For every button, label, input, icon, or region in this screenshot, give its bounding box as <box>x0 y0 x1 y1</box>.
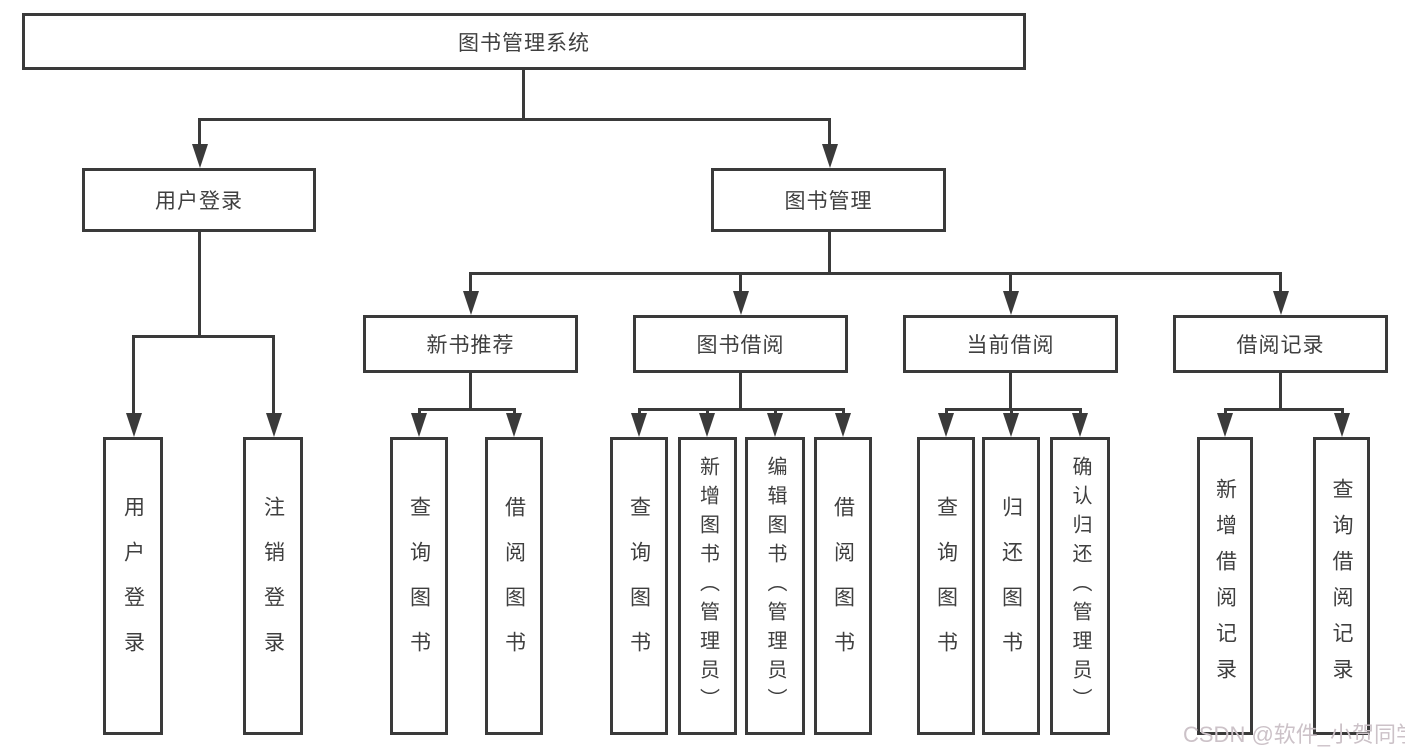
leaf-confirm-return-admin-label: 确认归还（管理员） <box>1069 455 1091 717</box>
node-new-book-recommend: 新书推荐 <box>363 315 578 373</box>
node-borrow-records: 借阅记录 <box>1173 315 1388 373</box>
connector <box>132 335 135 415</box>
arrowhead-down-icon <box>1003 291 1019 315</box>
leaf-add-books-admin-label: 新增图书（管理员） <box>696 455 719 717</box>
arrowhead-down-icon <box>1273 291 1289 315</box>
connector <box>1009 272 1012 293</box>
arrowhead-down-icon <box>463 291 479 315</box>
leaf-confirm-return-admin: 确认归还（管理员） <box>1050 437 1110 735</box>
arrowhead-down-icon <box>506 413 522 437</box>
leaf-query-books-borrow-label: 查询图书 <box>627 496 651 676</box>
connector <box>469 272 1282 275</box>
arrowhead-down-icon <box>767 413 783 437</box>
arrowhead-down-icon <box>411 413 427 437</box>
connector <box>638 408 641 415</box>
leaf-borrow-books: 借阅图书 <box>814 437 872 735</box>
leaf-query-books-borrow: 查询图书 <box>610 437 668 735</box>
connector <box>522 70 525 118</box>
connector <box>1079 408 1082 415</box>
connector <box>1279 373 1282 408</box>
node-new-book-recommend-label: 新书推荐 <box>426 334 515 357</box>
arrowhead-down-icon <box>192 144 208 168</box>
connector <box>1224 408 1344 411</box>
connector <box>945 408 1082 411</box>
connector <box>132 335 275 338</box>
arrowhead-down-icon <box>126 413 142 437</box>
connector <box>418 408 421 415</box>
connector <box>198 118 201 146</box>
arrowhead-down-icon <box>1217 413 1233 437</box>
leaf-add-borrow-record-label: 新增借阅记录 <box>1213 478 1237 694</box>
leaf-return-books: 归还图书 <box>982 437 1040 735</box>
node-root-label: 图书管理系统 <box>458 31 590 55</box>
connector <box>828 232 831 272</box>
connector <box>418 408 516 411</box>
connector <box>469 272 472 293</box>
leaf-user-login-label: 用户登录 <box>121 496 145 676</box>
connector <box>198 232 201 335</box>
connector <box>1009 373 1012 408</box>
leaf-edit-books-admin-label: 编辑图书（管理员） <box>764 455 786 717</box>
leaf-borrow-books-recommend-label: 借阅图书 <box>502 496 526 676</box>
leaf-add-books-admin: 新增图书（管理员） <box>678 437 737 735</box>
connector <box>828 118 831 146</box>
connector <box>513 408 516 415</box>
leaf-query-books-recommend: 查询图书 <box>390 437 448 735</box>
arrowhead-down-icon <box>733 291 749 315</box>
leaf-add-borrow-record: 新增借阅记录 <box>1197 437 1253 735</box>
node-current-borrow: 当前借阅 <box>903 315 1118 373</box>
leaf-query-borrow-record-label: 查询借阅记录 <box>1330 478 1353 694</box>
node-book-management-label: 图书管理 <box>784 190 873 213</box>
arrowhead-down-icon <box>631 413 647 437</box>
connector <box>774 408 777 415</box>
leaf-edit-books-admin: 编辑图书（管理员） <box>745 437 805 735</box>
connector <box>638 408 845 411</box>
leaf-logout-label: 注销登录 <box>261 496 285 676</box>
connector <box>706 408 709 415</box>
connector <box>739 373 742 408</box>
leaf-query-books-current: 查询图书 <box>917 437 975 735</box>
connector <box>1010 408 1013 415</box>
node-book-management: 图书管理 <box>711 168 946 232</box>
leaf-query-borrow-record: 查询借阅记录 <box>1313 437 1370 735</box>
connector <box>739 272 742 293</box>
leaf-query-books-recommend-label: 查询图书 <box>407 496 431 676</box>
connector <box>1224 408 1227 415</box>
arrowhead-down-icon <box>938 413 954 437</box>
arrowhead-down-icon <box>835 413 851 437</box>
leaf-query-books-current-label: 查询图书 <box>934 496 958 676</box>
leaf-borrow-books-recommend: 借阅图书 <box>485 437 543 735</box>
leaf-borrow-books-label: 借阅图书 <box>831 496 855 676</box>
connector <box>198 118 831 121</box>
node-borrow-records-label: 借阅记录 <box>1236 334 1325 357</box>
connector <box>1341 408 1344 415</box>
leaf-logout: 注销登录 <box>243 437 303 735</box>
leaf-return-books-label: 归还图书 <box>999 496 1023 676</box>
csdn-watermark: CSDN @软件_小贺同学 <box>1183 722 1405 747</box>
connector <box>842 408 845 415</box>
connector <box>945 408 948 415</box>
arrowhead-down-icon <box>699 413 715 437</box>
arrowhead-down-icon <box>1072 413 1088 437</box>
leaf-user-login: 用户登录 <box>103 437 163 735</box>
connector <box>1279 272 1282 293</box>
connector <box>469 373 472 408</box>
node-book-borrow-label: 图书借阅 <box>696 334 785 357</box>
arrowhead-down-icon <box>1003 413 1019 437</box>
node-book-borrow: 图书借阅 <box>633 315 848 373</box>
arrowhead-down-icon <box>822 144 838 168</box>
arrowhead-down-icon <box>1334 413 1350 437</box>
connector <box>272 335 275 415</box>
node-user-login: 用户登录 <box>82 168 316 232</box>
node-user-login-label: 用户登录 <box>155 190 243 213</box>
node-current-borrow-label: 当前借阅 <box>966 334 1055 357</box>
arrowhead-down-icon <box>266 413 282 437</box>
node-root: 图书管理系统 <box>22 13 1026 70</box>
